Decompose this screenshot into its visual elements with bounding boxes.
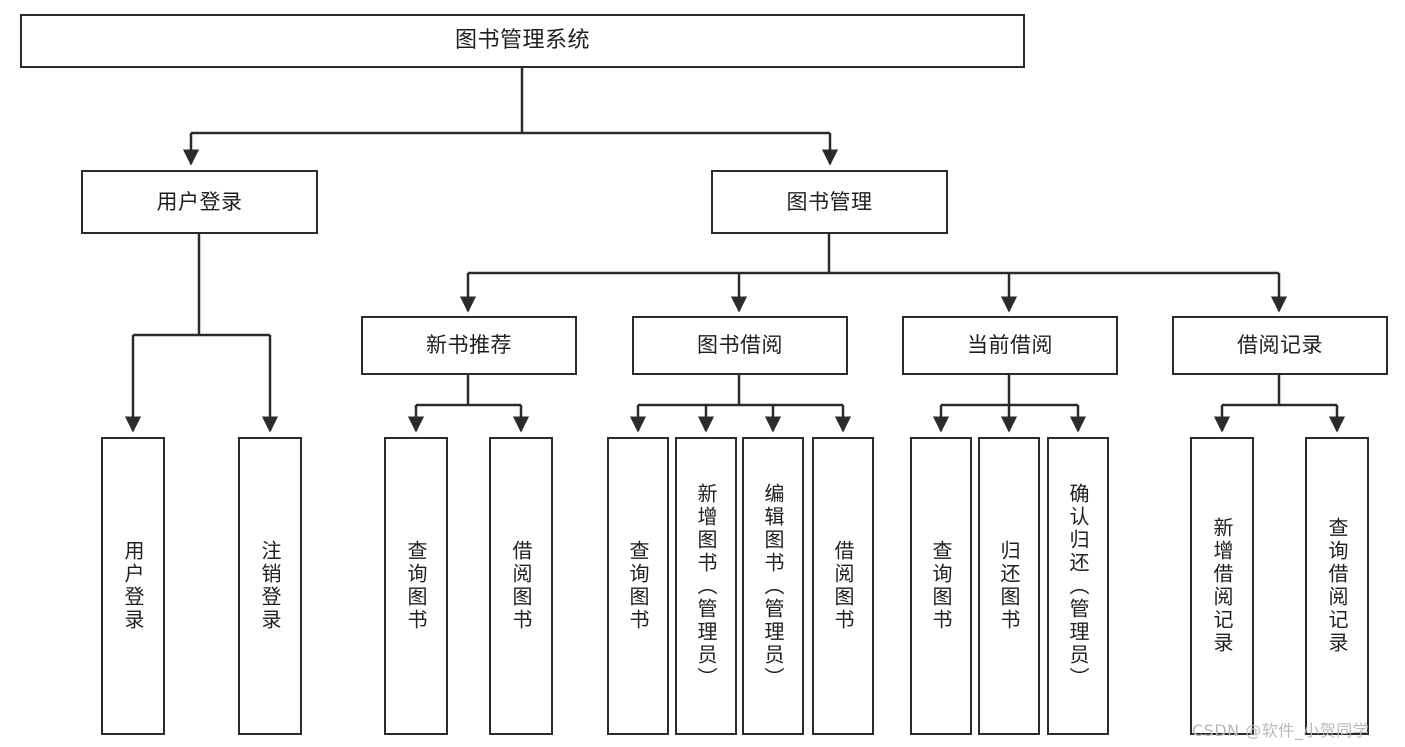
node-leaf-add-book[interactable]: 新增图书（管理员） <box>675 437 737 735</box>
node-leaf-user-login-label: 用户登录 <box>121 540 145 632</box>
node-leaf-query-record[interactable]: 查询借阅记录 <box>1305 437 1369 735</box>
node-leaf-query-book-2-label: 查询图书 <box>626 540 650 632</box>
node-new-book-rec-label: 新书推荐 <box>426 333 512 358</box>
node-leaf-add-book-label: 新增图书（管理员） <box>694 482 718 690</box>
node-user-login[interactable]: 用户登录 <box>81 170 318 234</box>
node-leaf-logout[interactable]: 注销登录 <box>238 437 302 735</box>
node-root[interactable]: 图书管理系统 <box>20 14 1025 68</box>
node-leaf-query-book-3[interactable]: 查询图书 <box>910 437 972 735</box>
node-leaf-user-login[interactable]: 用户登录 <box>101 437 165 735</box>
node-root-label: 图书管理系统 <box>454 27 590 53</box>
node-book-manage-label: 图书管理 <box>786 189 873 214</box>
node-current-borrow[interactable]: 当前借阅 <box>902 316 1118 375</box>
node-leaf-logout-label: 注销登录 <box>258 540 282 632</box>
node-leaf-return-book-label: 归还图书 <box>997 540 1021 632</box>
node-leaf-query-book-1[interactable]: 查询图书 <box>384 437 448 735</box>
node-leaf-query-record-label: 查询借阅记录 <box>1325 517 1349 655</box>
watermark: CSDN @软件_小贺同学 <box>1192 721 1370 740</box>
node-leaf-confirm-return-label: 确认归还（管理员） <box>1066 482 1090 690</box>
node-user-login-label: 用户登录 <box>156 189 243 214</box>
node-current-borrow-label: 当前借阅 <box>967 333 1053 358</box>
node-leaf-add-record[interactable]: 新增借阅记录 <box>1190 437 1254 735</box>
node-leaf-query-book-1-label: 查询图书 <box>404 540 428 632</box>
node-leaf-return-book[interactable]: 归还图书 <box>978 437 1040 735</box>
node-leaf-edit-book[interactable]: 编辑图书（管理员） <box>742 437 804 735</box>
node-new-book-rec[interactable]: 新书推荐 <box>361 316 577 375</box>
node-borrow-record-label: 借阅记录 <box>1237 333 1323 358</box>
node-book-borrow[interactable]: 图书借阅 <box>632 316 848 375</box>
node-book-borrow-label: 图书借阅 <box>697 333 783 358</box>
node-borrow-record[interactable]: 借阅记录 <box>1172 316 1388 375</box>
node-leaf-borrow-book-2[interactable]: 借阅图书 <box>812 437 874 735</box>
node-leaf-query-book-2[interactable]: 查询图书 <box>607 437 669 735</box>
node-leaf-borrow-book-1-label: 借阅图书 <box>509 540 533 632</box>
node-leaf-query-book-3-label: 查询图书 <box>929 540 953 632</box>
node-leaf-edit-book-label: 编辑图书（管理员） <box>761 482 785 690</box>
node-leaf-add-record-label: 新增借阅记录 <box>1210 517 1234 655</box>
node-leaf-borrow-book-1[interactable]: 借阅图书 <box>489 437 553 735</box>
node-leaf-confirm-return[interactable]: 确认归还（管理员） <box>1047 437 1109 735</box>
node-leaf-borrow-book-2-label: 借阅图书 <box>831 540 855 632</box>
node-book-manage[interactable]: 图书管理 <box>711 170 948 234</box>
